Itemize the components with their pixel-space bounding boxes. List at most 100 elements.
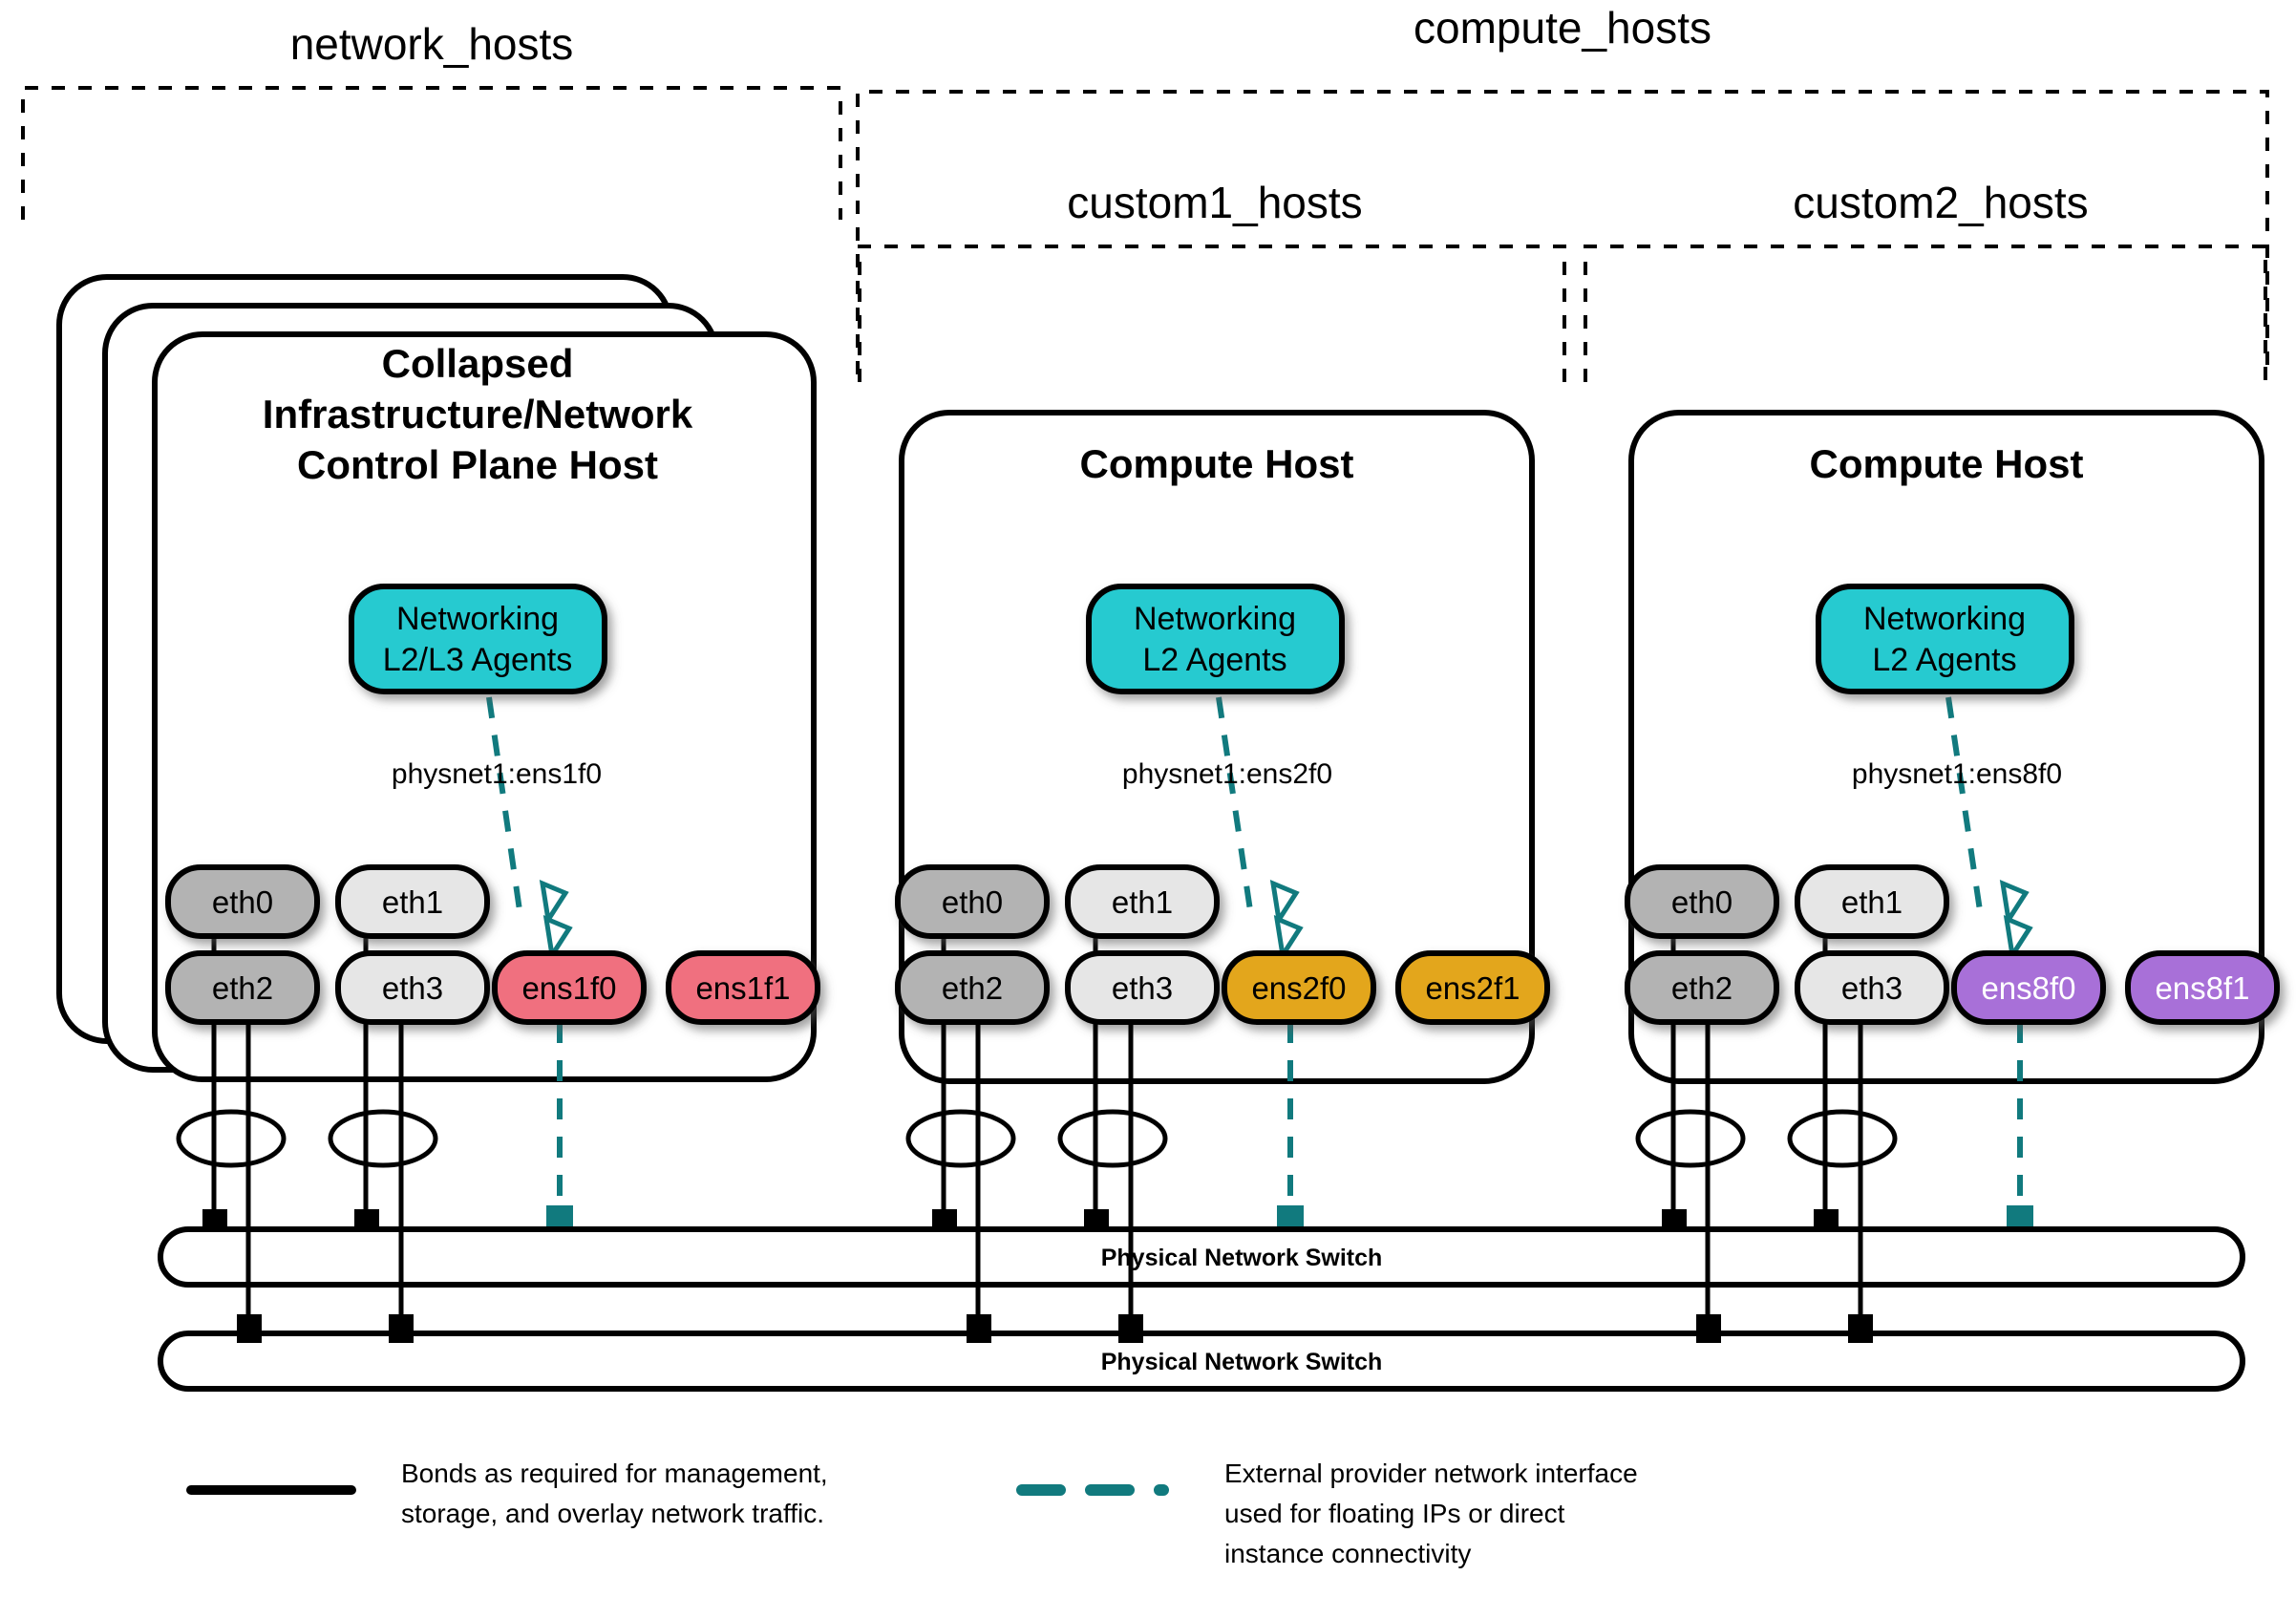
bond-ellipse-compute2-b — [1787, 1109, 1898, 1168]
bond-port-control-a2b — [237, 1314, 262, 1343]
nic-eth2-compute2-label: eth2 — [1671, 970, 1733, 1006]
host-card-compute1: Compute Host — [899, 410, 1535, 1084]
switch-top-label: Physical Network Switch — [1101, 1245, 1383, 1271]
compute-hosts-label: compute_hosts — [1414, 3, 1711, 53]
bond-port-compute2-a2b — [1696, 1314, 1721, 1343]
physnet-label-compute1: physnet1:ens2f0 — [1122, 758, 1332, 790]
custom2-hosts-label: custom2_hosts — [1793, 178, 2088, 227]
physnet-label-compute2: physnet1:ens8f0 — [1852, 758, 2062, 790]
nic-eth0-compute2-label: eth0 — [1671, 884, 1733, 920]
nic-eth3-compute2[interactable] — [1795, 950, 1949, 1025]
bond-port-compute1-b2b — [1118, 1314, 1143, 1343]
nic-ens1f1-control[interactable] — [666, 950, 820, 1025]
provider-arrow-control-2 — [539, 879, 569, 926]
nic-eth1-control-label: eth1 — [382, 884, 443, 920]
nic-ens1f0-control[interactable] — [492, 950, 647, 1025]
nic-eth0-control[interactable] — [165, 864, 320, 939]
bond-port-compute2-b2b — [1848, 1314, 1873, 1343]
nic-eth0-compute2[interactable] — [1625, 864, 1779, 939]
nic-ens1f0-control-label: ens1f0 — [521, 970, 616, 1006]
switch-bottom[interactable]: Physical Network Switch — [158, 1331, 2245, 1392]
nic-ens8f1-compute2-label: ens8f1 — [2155, 970, 2249, 1006]
bond-ellipse-compute1-a — [905, 1109, 1016, 1168]
nic-eth0-control-label: eth0 — [212, 884, 273, 920]
custom2-hosts-bracket — [1584, 245, 2267, 382]
nic-ens2f1-compute1[interactable] — [1395, 950, 1550, 1025]
nic-row-bottom-control: eth2 eth3 ens1f0 ens1f1 — [165, 950, 820, 1025]
agent-box-control-shape[interactable] — [349, 584, 607, 694]
nic-eth0-compute1[interactable] — [895, 864, 1050, 939]
nic-row-bottom-compute1: eth2 eth3 ens2f0 ens2f1 — [895, 950, 1550, 1025]
group-network-hosts: network_hosts — [21, 19, 842, 220]
nic-ens2f1-compute1-label: ens2f1 — [1425, 970, 1520, 1006]
agent-label-compute1-2: L2 Agents — [1142, 642, 1286, 678]
agent-box-compute1-shape[interactable] — [1086, 584, 1345, 694]
legend-external-provider: External provider network interface used… — [1016, 1459, 1638, 1568]
agent-label-compute1-1: Networking — [1134, 601, 1296, 637]
nic-eth1-compute1-label: eth1 — [1112, 884, 1173, 920]
host-title-line-3: Control Plane Host — [297, 442, 658, 487]
bond-ellipse-compute2-a — [1635, 1109, 1746, 1168]
agent-box-control[interactable]: Networking L2/L3 Agents — [349, 584, 607, 694]
provider-arrow-compute1-1 — [1273, 914, 1304, 962]
host-card-compute2: Compute Host — [1628, 410, 2264, 1084]
nic-ens1f1-control-label: ens1f1 — [695, 970, 790, 1006]
bond-ellipse-control-b — [328, 1109, 438, 1168]
nic-ens8f1-compute2[interactable] — [2125, 950, 2280, 1025]
agent-box-compute2[interactable]: Networking L2 Agents — [1816, 584, 2074, 694]
group-custom1-hosts: custom1_hosts — [858, 178, 1566, 382]
nic-eth0-compute1-label: eth0 — [942, 884, 1003, 920]
provider-arrow-control-1 — [542, 914, 573, 962]
agent-box-compute1[interactable]: Networking L2 Agents — [1086, 584, 1345, 694]
nic-row-top-control: eth0 eth1 — [165, 864, 490, 939]
switch-top-shape[interactable] — [158, 1226, 2245, 1288]
host-title-line-1: Collapsed — [382, 341, 574, 386]
bond-ellipse-control-a — [176, 1109, 287, 1168]
physnet-label-control: physnet1:ens1f0 — [392, 758, 602, 790]
agent-label-compute2-1: Networking — [1863, 601, 2026, 637]
nic-eth1-control[interactable] — [335, 864, 490, 939]
legend-provider-line-2: used for floating IPs or direct — [1224, 1499, 1565, 1528]
switch-top[interactable]: Physical Network Switch — [158, 1226, 2245, 1288]
group-custom2-hosts: custom2_hosts — [1584, 178, 2267, 382]
provider-arrow-compute2-1 — [2003, 914, 2033, 962]
host-title-line-2: Infrastructure/Network — [263, 392, 693, 437]
agent-box-compute2-shape[interactable] — [1816, 584, 2074, 694]
nic-eth3-control-label: eth3 — [382, 970, 443, 1006]
host-title-compute1: Compute Host — [1080, 441, 1354, 486]
agent-label-control-1: Networking — [396, 601, 559, 637]
nic-row-top-compute2: eth0 eth1 — [1625, 864, 1949, 939]
network-hosts-bracket — [21, 86, 842, 220]
nic-eth1-compute2-label: eth1 — [1841, 884, 1903, 920]
nic-ens8f0-compute2-label: ens8f0 — [1981, 970, 2075, 1006]
switch-bottom-label: Physical Network Switch — [1101, 1349, 1383, 1375]
host-card-control-front — [152, 331, 817, 1082]
provider-arrow-compute1-2 — [1269, 879, 1300, 926]
nic-eth2-compute1[interactable] — [895, 950, 1050, 1025]
nic-eth2-compute2[interactable] — [1625, 950, 1779, 1025]
host-card-compute1-front — [899, 410, 1535, 1084]
nic-eth1-compute2[interactable] — [1795, 864, 1949, 939]
bond-ellipse-compute1-b — [1057, 1109, 1168, 1168]
nic-ens8f0-compute2[interactable] — [1951, 950, 2106, 1025]
nic-eth2-control[interactable] — [165, 950, 320, 1025]
legend-provider-line-3: instance connectivity — [1224, 1539, 1471, 1568]
nic-eth1-compute1[interactable] — [1065, 864, 1220, 939]
legend-bonds-line-1: Bonds as required for management, — [401, 1459, 828, 1488]
custom1-hosts-label: custom1_hosts — [1067, 178, 1362, 227]
switch-bottom-shape[interactable] — [158, 1331, 2245, 1392]
nic-eth3-compute1[interactable] — [1065, 950, 1220, 1025]
bond-port-compute1-a2b — [967, 1314, 991, 1343]
nic-eth3-control[interactable] — [335, 950, 490, 1025]
nic-ens2f0-compute1[interactable] — [1222, 950, 1376, 1025]
nic-eth2-control-label: eth2 — [212, 970, 273, 1006]
network-hosts-label: network_hosts — [290, 19, 574, 69]
legend-provider-line-1: External provider network interface — [1224, 1459, 1638, 1488]
bond-wires-compute1-lower — [905, 1022, 1168, 1343]
nic-eth3-compute1-label: eth3 — [1112, 970, 1173, 1006]
nic-eth2-compute1-label: eth2 — [942, 970, 1003, 1006]
compute-hosts-bracket — [856, 90, 2269, 374]
agent-label-compute2-2: L2 Agents — [1872, 642, 2016, 678]
